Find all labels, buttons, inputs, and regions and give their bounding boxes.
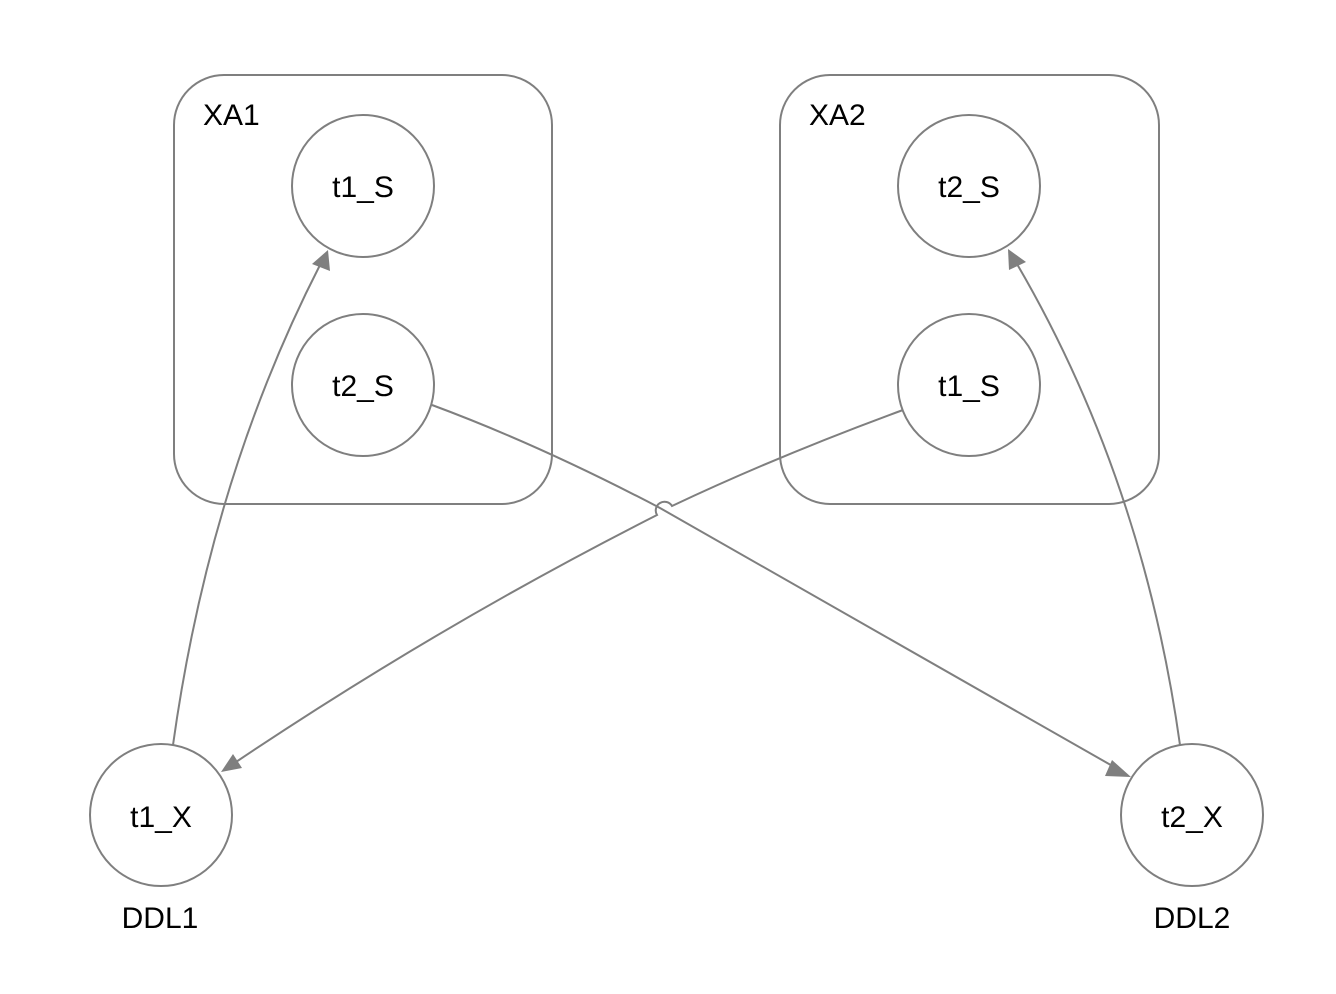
edge-xa1-t2s-to-t2x	[431, 404, 1117, 769]
group-xa1-label: XA1	[203, 99, 260, 132]
edges	[172, 249, 1181, 777]
node-t2-x-circle	[1120, 743, 1264, 887]
group-xa2-label: XA2	[809, 99, 866, 132]
node-t2-x: t2_X DDL2	[1120, 743, 1264, 935]
edge-t2x-to-xa2-t2s	[1016, 263, 1181, 746]
node-xa1-t1-s: t1_S	[291, 114, 435, 258]
edge-t1x-to-xa1-t1s	[172, 264, 321, 746]
node-xa1-t2-s-label: t2_S	[332, 370, 394, 403]
group-xa2-box	[779, 74, 1160, 505]
group-xa1-box	[173, 74, 553, 505]
edge-xa2-t1s-to-t1x	[235, 409, 904, 763]
node-xa2-t2-s: t2_S	[897, 114, 1041, 258]
node-t1-x-circle	[89, 743, 233, 887]
arrowhead-xa2-t2s	[1008, 249, 1026, 270]
node-xa1-t2-s: t2_S	[291, 313, 435, 457]
arrowhead-t1x	[221, 754, 242, 772]
node-t2-x-label: t2_X	[1161, 801, 1223, 834]
group-xa1: XA1	[173, 74, 553, 505]
node-t1-x-label: t1_X	[130, 801, 192, 834]
node-xa2-t2-s-circle	[897, 114, 1041, 258]
arrowhead-t2x	[1105, 760, 1131, 777]
arrowhead-xa1-t1s	[312, 250, 330, 271]
caption-ddl2: DDL2	[1154, 902, 1231, 935]
node-xa2-t1-s: t1_S	[897, 313, 1041, 457]
node-xa1-t1-s-label: t1_S	[332, 171, 394, 204]
node-xa2-t1-s-circle	[897, 313, 1041, 457]
node-xa1-t2-s-circle	[291, 313, 435, 457]
node-t1-x: t1_X DDL1	[89, 743, 233, 935]
group-xa2: XA2	[779, 74, 1160, 505]
node-xa1-t1-s-circle	[291, 114, 435, 258]
node-xa2-t1-s-label: t1_S	[938, 370, 1000, 403]
caption-ddl1: DDL1	[122, 902, 199, 935]
node-xa2-t2-s-label: t2_S	[938, 171, 1000, 204]
